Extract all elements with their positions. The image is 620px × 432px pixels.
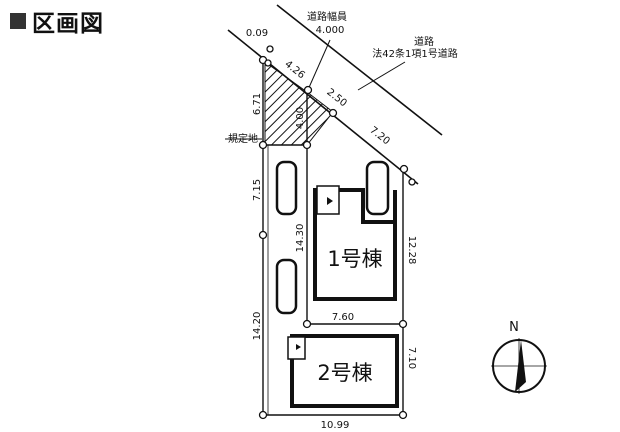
road-type-leader xyxy=(357,61,406,91)
hatched-label: 規定地 xyxy=(228,132,258,145)
road-width-leader xyxy=(306,39,331,93)
road-width-value: 4.000 xyxy=(316,25,345,36)
dimension-label: 2.50 xyxy=(324,87,348,109)
road-type-label: 法42条1項1号道路 xyxy=(372,47,457,60)
dimension-label: 14.20 xyxy=(252,312,263,341)
building-2-outline xyxy=(290,334,399,408)
dimension-label: 10.99 xyxy=(321,420,350,431)
dimension-label: 6.71 xyxy=(252,93,263,115)
dimension-label: 7.15 xyxy=(252,179,263,201)
survey-points xyxy=(258,45,416,420)
dimension-label: 7.20 xyxy=(367,125,391,147)
dimension-label: 0.09 xyxy=(246,28,268,39)
compass-north-label: N xyxy=(509,320,519,335)
hatched-area xyxy=(264,61,334,146)
title-marker-icon xyxy=(10,13,26,29)
dimension-label: 12.28 xyxy=(406,236,417,265)
dimension-label: 4.00 xyxy=(295,107,306,129)
building-1-label: 1号棟 xyxy=(327,247,382,271)
road-label: 道路 xyxy=(414,35,434,48)
dimension-label: 7.60 xyxy=(332,312,354,323)
dimension-label: 14.30 xyxy=(295,224,306,253)
building-2-label: 2号棟 xyxy=(317,361,372,385)
road-width-label: 道路幅員 xyxy=(307,10,347,23)
north-compass-icon: N xyxy=(491,320,547,394)
dimension-label: 7.10 xyxy=(406,347,417,369)
page-title: 区画図 xyxy=(10,4,104,38)
parking-cars xyxy=(275,160,390,315)
road-outer-line xyxy=(276,4,443,136)
